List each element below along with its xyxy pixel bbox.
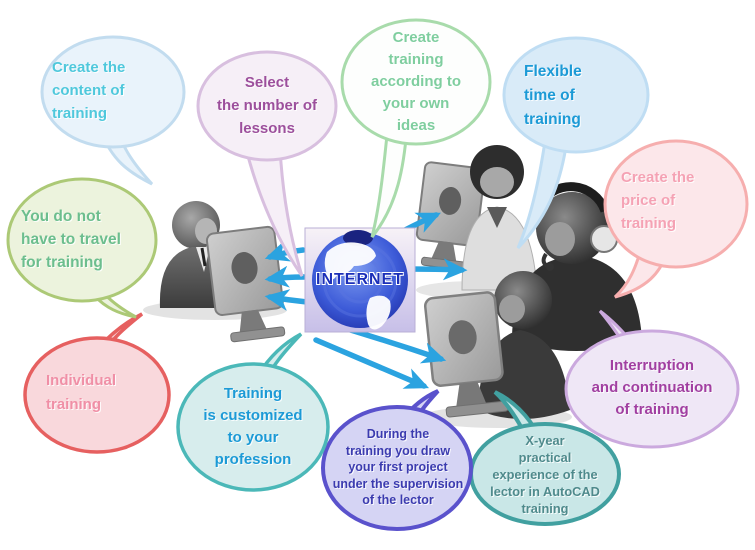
bubble-text-customized: Training is customized to your professio…	[203, 385, 303, 468]
bubble-customized	[176, 332, 330, 492]
bubble-individual	[23, 312, 171, 454]
person-face	[499, 295, 525, 323]
bubble-no-travel	[6, 177, 158, 319]
bubble-text-select-lessons: Select the number of lessons	[217, 74, 317, 137]
bubble-text-create-content: Create the content of training	[52, 59, 126, 122]
person-at-computer-left	[143, 201, 287, 343]
person-tie	[200, 247, 207, 267]
bubble-during-training	[321, 389, 473, 531]
globe-south-america	[366, 295, 391, 330]
arrow-to-left-2	[264, 265, 307, 288]
headset-mic-tip	[546, 263, 554, 271]
person-collar	[487, 207, 507, 228]
globe-north-america	[324, 242, 376, 280]
monitor-icon	[205, 225, 286, 343]
internet-globe-icon	[304, 227, 416, 333]
bubble-text-during-training: During the training you draw your first …	[332, 427, 464, 507]
bubble-text-flexible-time: Flexible time of training	[524, 63, 582, 128]
internet-label: INTERNET	[316, 271, 404, 288]
bubble-flexible-time	[502, 36, 650, 250]
arrow-to-bottom-right-2	[313, 337, 430, 389]
arrow-to-left-3	[264, 289, 310, 311]
bubble-create-content	[40, 35, 186, 186]
bubble-interruption	[564, 309, 740, 449]
speech-bubbles	[6, 18, 749, 531]
bubble-own-ideas	[340, 18, 492, 238]
bubble-select-lessons	[196, 50, 338, 277]
bubble-text-own-ideas: Create training according to your own id…	[370, 29, 461, 134]
bubble-text-no-travel: You do not have to travel for training	[21, 208, 121, 271]
arrow-to-right	[405, 258, 468, 281]
bubble-text-create-price: Create the price of training	[621, 169, 695, 232]
bubble-text-individual: Individual training	[46, 372, 117, 413]
bubble-create-price	[603, 139, 749, 299]
person-face	[480, 167, 514, 197]
globe-greenland	[343, 230, 373, 246]
bubble-text-interruption: Interruption and continuation of trainin…	[591, 357, 713, 418]
bubble-text-x-year: X-year practical experience of the lecto…	[490, 433, 600, 516]
person-face	[545, 222, 575, 256]
